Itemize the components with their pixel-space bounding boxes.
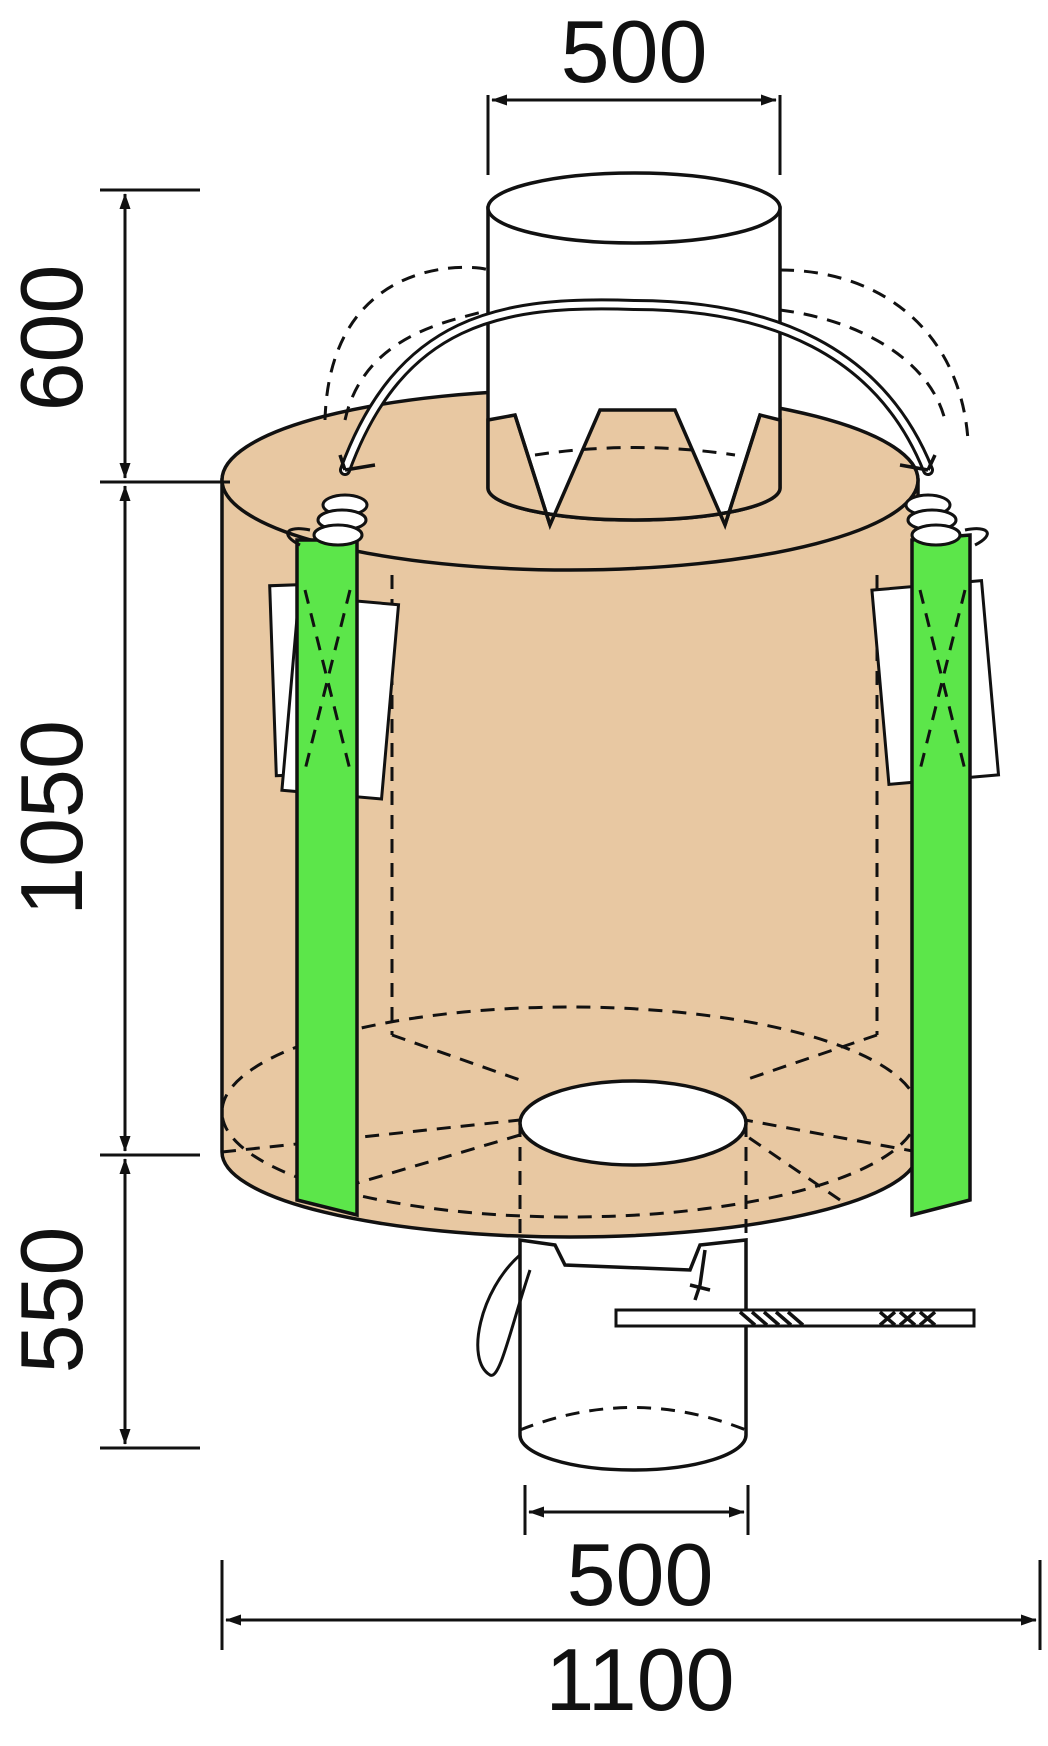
lifting-belt-left	[268, 454, 401, 1218]
bottom-opening	[518, 1079, 748, 1167]
tie-cord-clip	[689, 1249, 711, 1301]
top-spout-inner-dash	[534, 446, 736, 457]
bottom-spout	[476, 1237, 976, 1472]
lifting-belt-right	[870, 454, 1001, 1218]
top-spout-rim	[486, 171, 782, 245]
top-dashed-left	[323, 265, 489, 421]
top-spout	[323, 171, 970, 530]
belt-stitch-right	[918, 589, 967, 771]
bottom-fold-lines	[221, 1033, 919, 1202]
bottom-spout-inner-dash	[519, 1406, 747, 1432]
belt-stitch-left	[303, 589, 352, 771]
label-bottom-spout-width: 500	[567, 1525, 714, 1624]
top-dashed-right-2	[779, 308, 947, 421]
tie-cord-loop	[476, 1253, 532, 1377]
dimension-lines	[100, 94, 1042, 1650]
label-bottom-spout-height: 550	[2, 1227, 101, 1374]
spout-teeth-edges	[513, 414, 762, 526]
label-body-width: 1100	[545, 1630, 734, 1729]
rope-end-right	[899, 454, 937, 472]
bottom-spout-body	[518, 1237, 748, 1472]
bag-body-fill	[220, 478, 920, 1239]
top-dashed-right	[779, 268, 970, 441]
top-dashed-left-2	[343, 308, 489, 421]
label-top-spout-height: 600	[2, 265, 101, 412]
rope-end-left	[338, 454, 376, 472]
tie-band-cross	[878, 1310, 937, 1327]
tie-band-hatch	[738, 1310, 805, 1327]
label-top-spout-width: 500	[561, 2, 708, 101]
top-spout-teeth	[486, 408, 782, 530]
label-body-height: 1050	[2, 720, 101, 916]
